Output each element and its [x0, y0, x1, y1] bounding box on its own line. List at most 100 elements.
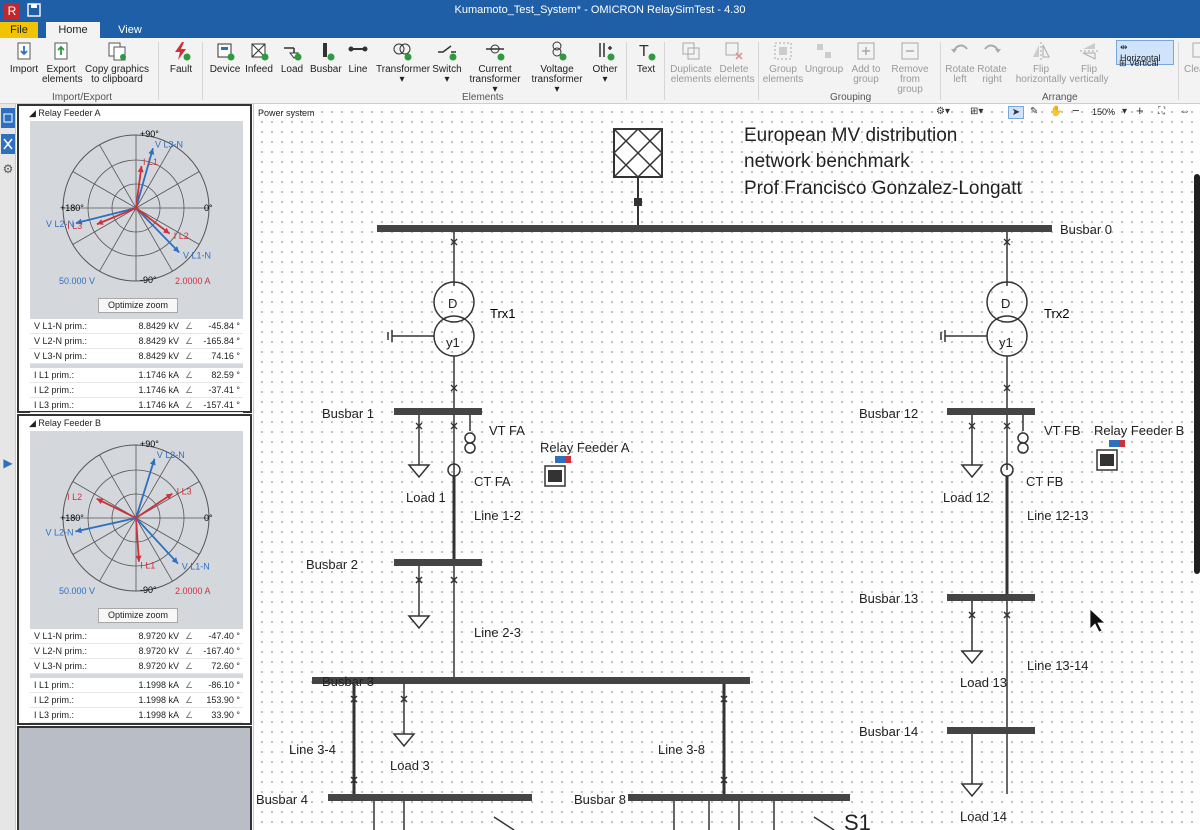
add-to-group-icon: [855, 40, 877, 62]
load-button[interactable]: Load: [278, 40, 306, 75]
zoom-out-icon[interactable]: −: [1072, 103, 1080, 118]
single-line-diagram: European MV distribution network benchma…: [256, 125, 1184, 830]
horizontal-toggle[interactable]: ⇹ Horizontal: [1116, 40, 1174, 65]
phasor-label: I L3: [177, 486, 192, 496]
transformer-button[interactable]: Transformer▾: [376, 40, 430, 85]
tab-home[interactable]: Home: [46, 22, 100, 38]
voltage-transformer-icon: [546, 40, 568, 62]
draw-line-icon[interactable]: ✎: [1030, 106, 1039, 117]
transformer-label: Trx2: [1044, 306, 1070, 321]
busbar-3[interactable]: [312, 677, 750, 684]
busbar-4[interactable]: [328, 794, 532, 801]
app-icon: R: [4, 3, 20, 19]
current-transformer-button[interactable]: Current transformer ▾: [466, 40, 524, 95]
vertical-toggle[interactable]: ⊞ Vertical: [1119, 58, 1159, 68]
measurement-view-icon[interactable]: [1, 108, 15, 128]
tools-icon[interactable]: [1, 134, 15, 154]
busbar-button[interactable]: Busbar: [310, 40, 342, 75]
busbar-12[interactable]: [947, 408, 1035, 415]
fit-width-icon[interactable]: ⇔: [1180, 106, 1190, 117]
phasor-vector: [75, 517, 137, 533]
device-icon: [214, 40, 236, 62]
table-row: I L2 prim.:1.1998 kA∠153.90 °: [30, 693, 243, 708]
busbar-14[interactable]: [947, 727, 1035, 734]
relay-label: Relay Feeder B: [1094, 423, 1184, 438]
infeed-button[interactable]: Infeed: [244, 40, 274, 75]
rotate-right-button[interactable]: Rotate right: [976, 40, 1008, 85]
busbar-0[interactable]: [377, 225, 1052, 232]
switch-button[interactable]: Switch▾: [432, 40, 462, 85]
external-grid-infeed[interactable]: [612, 127, 664, 228]
feeder-b-line[interactable]: [960, 415, 1029, 798]
flip-vertical-icon: [1078, 40, 1100, 62]
settings-icon[interactable]: ⚙: [2, 162, 14, 176]
phasor-label: V L1-N: [182, 562, 210, 572]
other-button[interactable]: Other▾: [590, 40, 620, 85]
diagram-title-line-1: European MV distribution: [744, 125, 957, 146]
transformer-trx1[interactable]: D y1: [387, 232, 475, 408]
view-options-icon[interactable]: ⚙▾: [936, 106, 950, 117]
power-system-canvas[interactable]: Power system ⚙▾ ⊞▾ ➤ ✎ ✋ − 150% ▾ + ⛶ ⇔ …: [253, 103, 1200, 830]
line-label: Line 13-14: [1027, 658, 1088, 673]
flip-vertically-button[interactable]: Flip vertically: [1068, 40, 1110, 85]
delete-elements-button[interactable]: Delete elements: [714, 40, 755, 85]
zoom-level[interactable]: 150%: [1092, 107, 1116, 117]
rotate-left-button[interactable]: Rotate left: [944, 40, 976, 85]
phasor-label: I L2: [67, 492, 82, 502]
copy-graphics-button[interactable]: Copy graphics to clipboard: [82, 40, 152, 85]
zoom-in-icon[interactable]: +: [1136, 103, 1144, 118]
load-label: Load 14: [960, 809, 1007, 824]
save-icon[interactable]: [26, 3, 42, 19]
fit-to-screen-icon[interactable]: ⛶: [1158, 106, 1165, 117]
zoom-dropdown-icon[interactable]: ▾: [1122, 106, 1128, 117]
import-button[interactable]: Import: [6, 40, 42, 75]
tab-view[interactable]: View: [118, 24, 142, 36]
add-to-group-button[interactable]: Add to group: [846, 40, 886, 85]
vertical-scrollbar[interactable]: [1194, 174, 1200, 574]
fault-button[interactable]: Fault: [164, 40, 198, 75]
group-label-arrange: Arrange: [1042, 92, 1078, 103]
feeder-a-line[interactable]: [407, 415, 476, 677]
ct-label: CT FB: [1026, 474, 1063, 489]
pan-hand-icon[interactable]: ✋: [1050, 106, 1063, 117]
clear-icon: [1188, 40, 1200, 62]
optimize-zoom-button[interactable]: Optimize zoom: [98, 608, 178, 623]
export-elements-button[interactable]: Export elements: [42, 40, 83, 85]
collapse-icon[interactable]: ◢: [29, 108, 39, 118]
expand-arrow-icon[interactable]: ▶: [3, 456, 13, 470]
remove-from-group-button[interactable]: Remove from group: [886, 40, 934, 95]
busbar-1[interactable]: [394, 408, 482, 415]
ungroup-button[interactable]: Ungroup: [804, 40, 844, 75]
table-row: I L3 prim.:1.1746 kA∠-157.41 °: [30, 398, 243, 413]
busbar-3-feeders[interactable]: [350, 684, 835, 830]
phasor-label: I L1: [143, 157, 158, 167]
busbar-2[interactable]: [394, 559, 482, 566]
polar-spoke: [135, 144, 173, 209]
device-button[interactable]: Device: [208, 40, 242, 75]
duplicate-elements-button[interactable]: Duplicate elements: [668, 40, 714, 85]
polar-spoke: [99, 144, 137, 209]
busbar-8[interactable]: [628, 794, 850, 801]
flip-horizontally-button[interactable]: Flip horizontally: [1014, 40, 1068, 85]
optimize-zoom-button[interactable]: Optimize zoom: [98, 298, 178, 313]
tab-file[interactable]: File: [0, 22, 38, 38]
ribbon-separator: [1178, 42, 1179, 100]
phasor-label: I L2: [174, 231, 189, 241]
phasor-vector: [96, 497, 137, 519]
clear-button[interactable]: Clea: [1184, 40, 1200, 75]
busbar-13[interactable]: [947, 594, 1035, 601]
rotate-right-icon: [981, 40, 1003, 62]
group-elements-button[interactable]: Group elements: [762, 40, 804, 85]
current-scale: 2.0000 A: [175, 586, 211, 596]
relay-feeder-a-device[interactable]: [544, 456, 571, 487]
transformer-trx2[interactable]: D y1: [940, 232, 1028, 408]
line-button[interactable]: Line: [344, 40, 372, 75]
relay-feeder-b-device[interactable]: [1096, 440, 1125, 471]
collapse-icon[interactable]: ◢: [29, 418, 39, 428]
voltage-transformer-button[interactable]: Voltage transformer ▾: [528, 40, 586, 95]
layout-icon[interactable]: ⊞▾: [970, 106, 984, 117]
select-pointer-icon[interactable]: ➤: [1008, 106, 1024, 119]
group-label-import-export: Import/Export: [52, 92, 113, 103]
polar-spoke: [135, 454, 173, 519]
